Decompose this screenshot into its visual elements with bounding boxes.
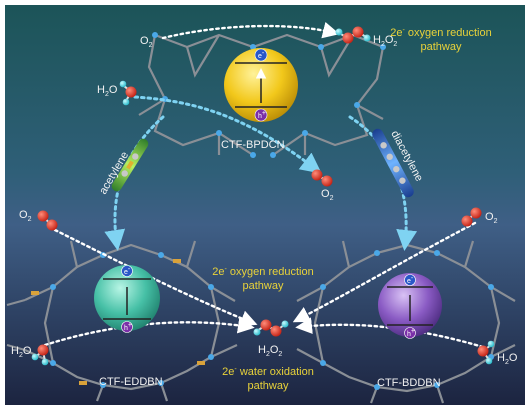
svg-text:O2: O2 (321, 188, 334, 202)
pathway-label-bottom-line2: pathway (248, 380, 289, 392)
pathway-label-top-line2: pathway (421, 41, 462, 53)
hole-marker-left: h+ (121, 321, 133, 333)
hole-marker-top: h+ (254, 108, 268, 122)
hole-marker-right: h+ (404, 327, 416, 339)
pathway-label-mid-line2: pathway (243, 280, 284, 292)
svg-text:O2: O2 (140, 35, 153, 49)
water-to-o2-path (133, 95, 322, 174)
o2-molecule-left: O2 (19, 209, 58, 231)
o2-to-h2o2-right-path (292, 221, 477, 323)
svg-text:H2O: H2O (97, 84, 118, 98)
h2o-to-h2o2-right-path (295, 317, 485, 349)
h2o-to-h2o2-left-path (43, 316, 255, 347)
o2-to-h2o2-top-path (161, 21, 340, 40)
svg-text:e-: e- (124, 266, 131, 276)
svg-text:e-: e- (258, 50, 265, 60)
photocatalysis-scheme: acetylene diacetylene e- h+ e- h+ e- (5, 5, 525, 405)
svg-text:H2O2: H2O2 (373, 34, 397, 48)
pathway-label-mid: 2e- oxygen reduction (212, 266, 313, 278)
o2-to-h2o2-left-path (53, 228, 258, 327)
electron-marker-right: e- (404, 274, 416, 286)
o2-molecule-top: O2 (140, 35, 153, 49)
electron-marker-top: e- (254, 48, 268, 62)
o2-molecule-center: O2 (311, 169, 334, 202)
svg-text:H2O2: H2O2 (258, 344, 282, 358)
framework-network-top (138, 32, 386, 158)
h2o-molecule-left: H2O (11, 344, 49, 366)
electron-marker-left: e- (121, 265, 133, 277)
svg-text:O2: O2 (485, 211, 498, 225)
svg-text:h+: h+ (258, 110, 266, 120)
acetylene-rod (111, 138, 149, 192)
svg-text:h+: h+ (124, 322, 132, 332)
svg-text:h+: h+ (407, 328, 415, 338)
framework-label-left: CTF-EDDBN (99, 376, 163, 388)
o2-molecule-right: O2 (461, 207, 498, 227)
h2o-molecule-top: H2O (97, 80, 137, 106)
h2o2-molecule-top: H2O2 (335, 26, 397, 48)
framework-label-top: CTF-BPDCN (221, 139, 285, 151)
band-sphere-right (378, 273, 442, 337)
pathway-label-top: 2e- oxygen reduction (390, 27, 491, 39)
framework-label-right: CTF-BDDBN (377, 377, 441, 389)
pathway-label-bottom: 2e- water oxidation (222, 366, 314, 378)
diacetylene-rod (372, 128, 414, 198)
band-sphere-left (94, 265, 160, 331)
band-sphere-top (224, 48, 298, 122)
svg-text:O2: O2 (19, 209, 32, 223)
svg-text:H2O: H2O (497, 352, 518, 366)
svg-text:H2O: H2O (11, 345, 32, 359)
h2o-molecule-right: H2O (477, 340, 518, 366)
svg-text:e-: e- (407, 275, 414, 285)
h2o2-molecule-center: H2O2 (253, 319, 289, 358)
